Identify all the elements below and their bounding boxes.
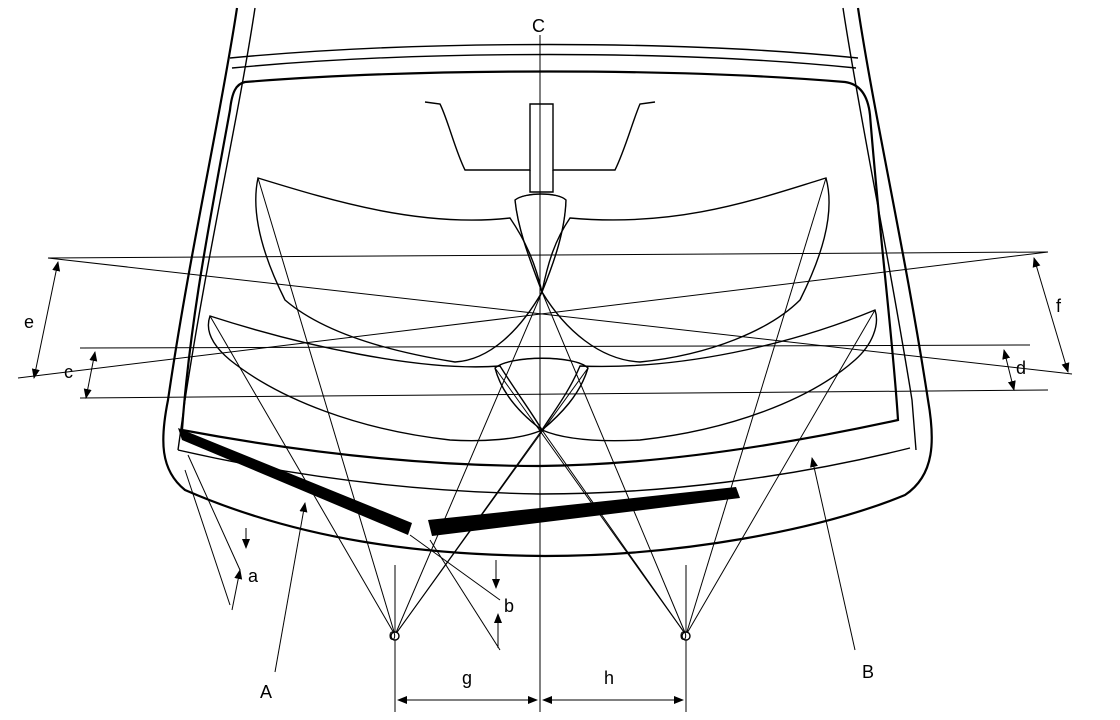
label-a-arm: A [260,682,272,702]
construction-lines [17,35,1073,712]
wiped-area-lower-right [540,309,878,442]
label-dim-g: g [462,668,472,688]
label-b-arm: B [862,662,874,682]
label-c: C [532,16,545,36]
label-dim-b: b [504,596,514,616]
diagram-labels: C A B a b c d e f g h 0 0 [24,16,1062,702]
overlap-area-upper [514,193,567,294]
pivot-points [390,631,691,641]
rearview-mirror-mount [424,101,656,193]
wiper-blade-right [428,487,740,536]
label-pivot-left: 0 [389,629,396,643]
label-dim-h: h [604,668,614,688]
wiped-area-upper-left [255,177,543,363]
wiped-area-upper-right [541,177,830,363]
label-dim-a: a [248,566,259,586]
pivot-left [390,631,400,641]
wiper-blade-left [178,428,412,535]
wiped-area-lower-left [207,315,544,442]
label-dim-d: d [1016,358,1026,378]
label-dim-c: c [64,362,73,382]
overlap-area-lower [494,357,589,431]
label-dim-f: f [1056,296,1062,316]
pivot-right [681,631,691,641]
dimension-arrows [31,257,1070,704]
label-pivot-right: 0 [680,629,687,643]
label-dim-e: e [24,312,34,332]
